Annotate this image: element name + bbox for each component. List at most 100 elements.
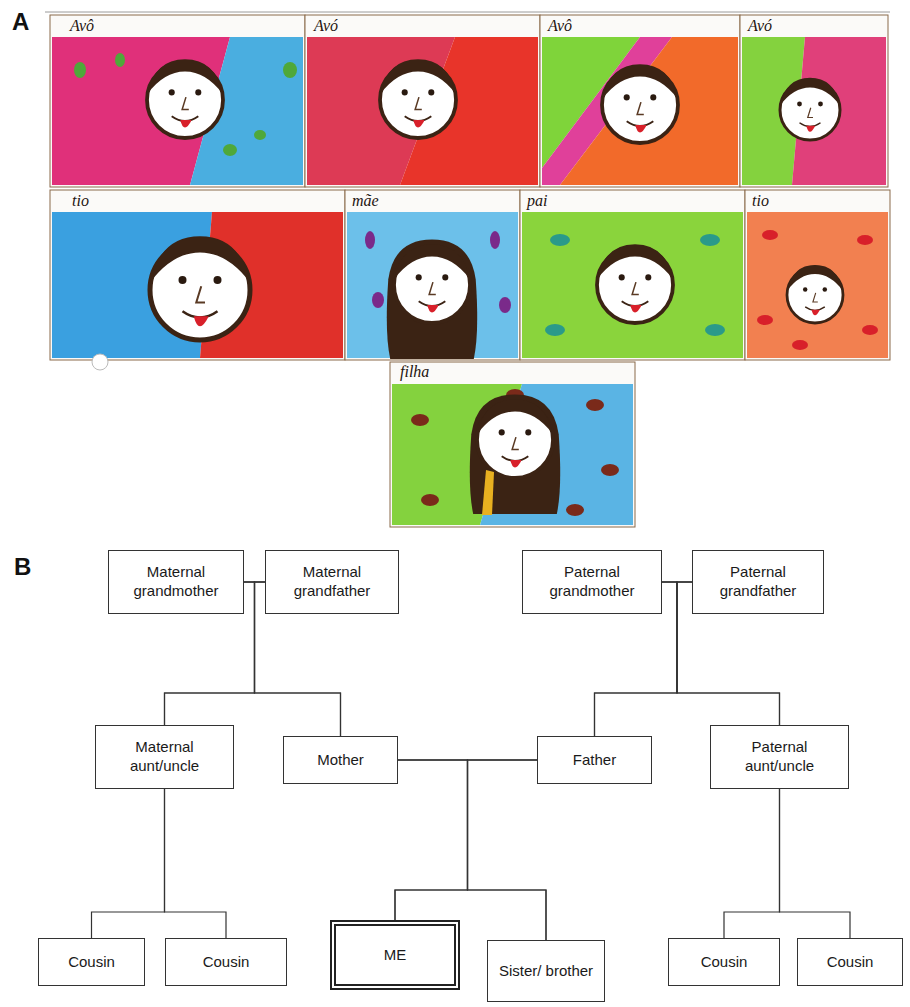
crayon-ellipse: [586, 399, 604, 411]
relative-box: Cousin: [38, 938, 145, 986]
crayon-use: [602, 64, 678, 143]
crayon-ellipse: [757, 315, 773, 325]
handwritten-label: Avó: [314, 17, 338, 35]
crayon-use: [150, 236, 250, 340]
crayon-use: [477, 399, 553, 478]
drawing-panel: [390, 362, 635, 527]
panel-letter: B: [14, 553, 31, 581]
crayon-rect: [740, 15, 888, 187]
crayon-use: [787, 265, 843, 323]
handwritten-label: mãe: [352, 192, 379, 210]
crayon-use: [597, 244, 673, 323]
relative-box: Mother: [283, 736, 398, 784]
relation-label: Cousin: [701, 953, 748, 972]
crayon-ellipse: [490, 231, 500, 249]
relation-label: Sister/ brother: [499, 962, 593, 981]
drawing-panel: [50, 190, 345, 370]
relative-box: Maternal aunt/uncle: [95, 725, 234, 789]
relative-box: Maternal grandmother: [108, 550, 244, 614]
crayon-rect: [747, 212, 888, 358]
kinship-line: [724, 789, 780, 938]
relation-label: Maternal grandmother: [115, 563, 237, 601]
relation-label: Father: [573, 751, 616, 770]
crayon-ellipse: [74, 62, 86, 78]
crayon-rect: [522, 212, 743, 358]
crayon-ellipse: [700, 234, 720, 246]
relative-box: Paternal aunt/uncle: [710, 725, 849, 789]
crayon-rect: [305, 15, 540, 187]
kinship-line: [780, 789, 851, 938]
crayon-ellipse: [372, 292, 384, 308]
kinship-line: [165, 789, 227, 938]
crayon-ellipse: [365, 231, 375, 249]
crayon-ellipse: [566, 504, 584, 516]
crayon-ellipse: [792, 340, 808, 350]
handwritten-label: Avô: [70, 17, 94, 35]
drawing-panel: [540, 15, 740, 187]
handwritten-label: pai: [527, 192, 547, 210]
relative-box: Paternal grandfather: [692, 550, 824, 614]
crayon-ellipse: [601, 464, 619, 476]
crayon-rect: [520, 190, 745, 360]
crayon-ellipse: [550, 234, 570, 246]
crayon-ellipse: [254, 130, 266, 140]
panel-letter: A: [12, 8, 29, 36]
crayon-ellipse: [857, 235, 873, 245]
relation-label: Cousin: [68, 953, 115, 972]
crayon-rect: [390, 362, 635, 527]
handwritten-label: tio: [752, 192, 769, 210]
relation-label: Maternal grandfather: [272, 563, 392, 601]
handwritten-label: tio: [72, 192, 89, 210]
crayon-rect: [540, 15, 740, 187]
drawing-panel: [745, 190, 890, 360]
crayon-use: [470, 394, 560, 514]
drawing-panel: [520, 190, 745, 360]
crayon-use: [147, 59, 223, 138]
crayon-ellipse: [862, 325, 878, 335]
crayon-ellipse: [705, 324, 725, 336]
relation-label: Paternal grandmother: [529, 563, 655, 601]
crayon-use: [780, 78, 840, 140]
crayon-ellipse: [762, 230, 778, 240]
drawing-panel: [740, 15, 888, 187]
self-box: ME: [330, 920, 460, 990]
crayon-ellipse: [223, 144, 237, 156]
crayon-ellipse: [411, 414, 429, 426]
drawing-panel: [345, 190, 520, 360]
crayon-ellipse: [545, 324, 565, 336]
crayon-use: [387, 239, 477, 359]
handwritten-label: Avó: [748, 17, 772, 35]
handwritten-label: Avô: [548, 17, 572, 35]
relation-label: Paternal grandfather: [699, 563, 817, 601]
drawing-panel: [50, 15, 305, 187]
crayon-use: [380, 59, 456, 138]
crayon-ellipse: [283, 62, 297, 78]
crayon-line: [45, 12, 890, 13]
kinship-line: [395, 760, 468, 920]
kinship-line: [398, 760, 546, 940]
crayon-rect: [50, 15, 305, 187]
handwritten-label: filha: [400, 363, 429, 381]
relation-label: Cousin: [203, 953, 250, 972]
relative-box: Sister/ brother: [487, 940, 605, 1002]
relation-label: ME: [384, 946, 407, 965]
relation-label: Maternal aunt/uncle: [102, 738, 227, 776]
relation-label: Mother: [317, 751, 364, 770]
crayon-ellipse: [421, 494, 439, 506]
crayon-polygon: [560, 37, 738, 185]
kinship-line: [395, 760, 537, 920]
relative-box: Father: [537, 736, 652, 784]
crayon-rect: [50, 190, 345, 360]
crayon-rect: [345, 190, 520, 360]
crayon-use: [394, 244, 470, 323]
relative-box: Cousin: [668, 938, 780, 986]
relative-box: Paternal grandmother: [522, 550, 662, 614]
crayon-ellipse: [115, 53, 125, 67]
relative-box: Cousin: [797, 938, 903, 986]
crayon-ellipse: [499, 297, 511, 313]
kinship-line: [92, 789, 165, 938]
drawing-panel: [305, 15, 540, 187]
